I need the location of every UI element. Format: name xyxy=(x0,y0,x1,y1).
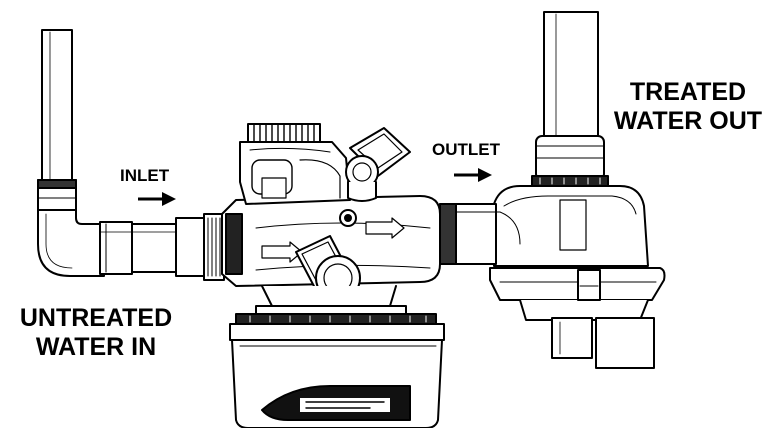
treated-water-label: TREATED WATER OUT xyxy=(608,78,768,136)
untreated-water-label: UNTREATED WATER IN xyxy=(6,304,186,362)
inlet-label: INLET xyxy=(120,166,170,185)
untreated-line-1: UNTREATED xyxy=(19,304,173,332)
untreated-line-2: WATER IN xyxy=(35,332,157,361)
treated-line-2: WATER OUT xyxy=(613,106,763,135)
inlet-elbow xyxy=(37,209,105,277)
control-valve xyxy=(221,123,441,317)
outlet-label: OUTLET xyxy=(432,140,500,159)
right-arrow-icon xyxy=(138,192,176,206)
treated-line-1: TREATED xyxy=(629,78,747,106)
outlet-pipe-assembly xyxy=(439,11,666,369)
outlet-vertical-pipe xyxy=(543,11,599,139)
right-arrow-icon xyxy=(454,168,492,182)
drain-fitting xyxy=(551,317,593,359)
inlet-vertical-pipe xyxy=(41,29,73,183)
inlet-pipe-assembly xyxy=(37,29,225,281)
upper-bypass-knob xyxy=(345,127,411,202)
brine-tank-cover xyxy=(229,313,445,428)
inlet-nut xyxy=(175,217,207,277)
valve-base xyxy=(261,285,397,307)
